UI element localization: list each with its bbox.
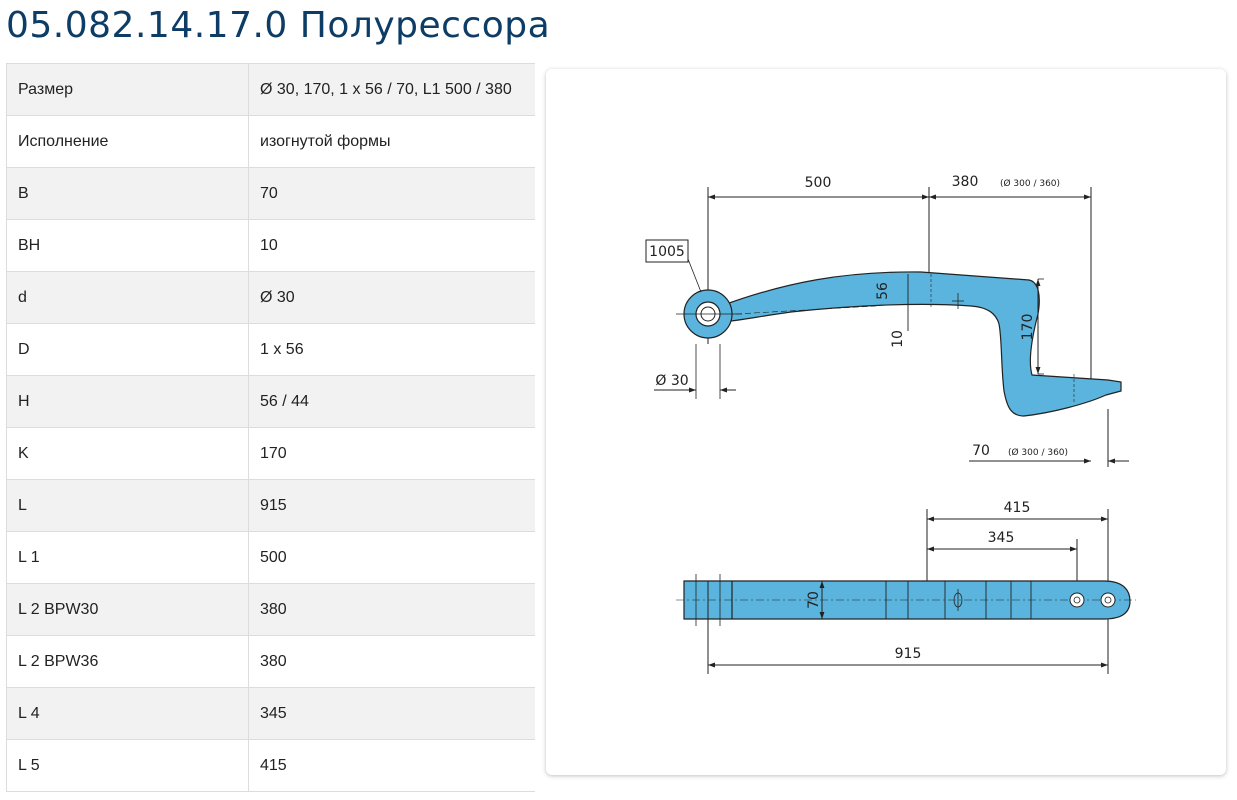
spec-key: L 2 BPW30 [6, 583, 249, 636]
spec-key: L 1 [6, 531, 249, 584]
spec-value: Ø 30 [248, 271, 535, 324]
spec-key: L 4 [6, 687, 249, 740]
spec-key: L 2 BPW36 [6, 635, 249, 688]
spec-value: изогнутой формы [248, 115, 535, 168]
leaf-spring-drawing: 500 380 (Ø 300 / 360) 1005 56 10 170 Ø 3… [645, 174, 1136, 674]
dim-l4-label: 345 [988, 530, 1015, 546]
spec-value: 500 [248, 531, 535, 584]
spec-value: 380 [248, 583, 535, 636]
dim-diameter-label: Ø 30 [655, 373, 688, 389]
spec-value: 56 / 44 [248, 375, 535, 428]
page-title: 05.082.14.17.0 Полурессора [6, 5, 551, 46]
dim-l-label: 915 [895, 646, 922, 662]
spec-key: d [6, 271, 249, 324]
spec-value: 915 [248, 479, 535, 532]
drawing-card: 500 380 (Ø 300 / 360) 1005 56 10 170 Ø 3… [546, 69, 1226, 775]
spec-key: L [6, 479, 249, 532]
spec-value: 1 x 56 [248, 323, 535, 376]
spec-value: 170 [248, 427, 535, 480]
dim-thickness-label: 56 [875, 282, 891, 300]
dim-l2-label: 380 [952, 174, 979, 190]
side-view: 500 380 (Ø 300 / 360) 1005 56 10 170 Ø 3… [645, 174, 1129, 467]
spec-key: BH [6, 219, 249, 272]
spec-value: 380 [248, 635, 535, 688]
spec-key: L 5 [6, 739, 249, 792]
dim-k-label: 170 [1020, 314, 1036, 341]
spring-side-profile [720, 271, 1122, 417]
spec-key: B [6, 167, 249, 220]
part-code-box [645, 239, 689, 263]
dim-l2-note: (Ø 300 / 360) [1000, 178, 1060, 189]
spec-key: K [6, 427, 249, 480]
spec-value: 10 [248, 219, 535, 272]
dim-b-label: 70 [806, 591, 822, 609]
spec-key: Размер [6, 63, 249, 116]
dim-end-width-label: 70 [972, 443, 990, 459]
spec-key: D [6, 323, 249, 376]
spec-value: 345 [248, 687, 535, 740]
spec-value: 70 [248, 167, 535, 220]
spec-key: H [6, 375, 249, 428]
dim-bh-label: 10 [890, 330, 906, 348]
spec-value: 415 [248, 739, 535, 792]
dim-l5-label: 415 [1004, 500, 1031, 516]
dim-end-note: (Ø 300 / 360) [1008, 447, 1068, 458]
spec-key: Исполнение [6, 115, 249, 168]
part-code-label: 1005 [649, 244, 685, 260]
top-view: 415 345 70 915 [676, 500, 1136, 674]
spec-value: Ø 30, 170, 1 x 56 / 70, L1 500 / 380 [248, 63, 535, 116]
dim-l1-label: 500 [805, 175, 832, 191]
